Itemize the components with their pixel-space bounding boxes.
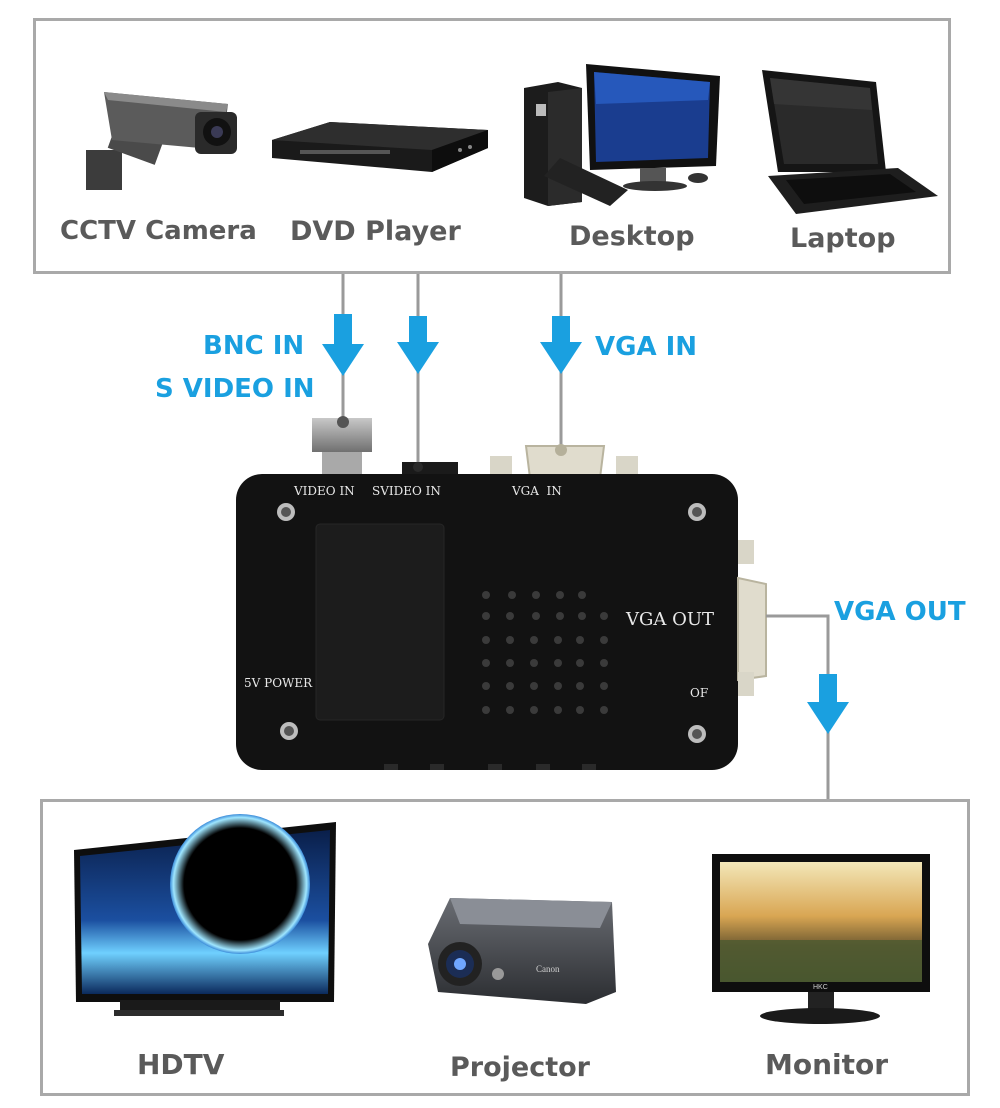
power-port-label: 5V POWER: [244, 676, 313, 690]
vga-out-label: VGA OUT: [834, 597, 966, 627]
vga-in-arrow: [540, 316, 582, 374]
svideo-in-port-label: SVIDEO IN: [372, 484, 441, 498]
of-label: OF: [690, 686, 709, 700]
bnc-in-arrow: [322, 314, 364, 376]
cctv-camera-label: CCTV Camera: [60, 216, 257, 246]
video-in-port-label: VIDEO IN: [294, 484, 355, 498]
monitor-label: Monitor: [765, 1048, 889, 1081]
vga-in-port-label: VGA IN: [512, 484, 562, 498]
cctv-camera-image: [86, 92, 237, 190]
dvd-player-label: DVD Player: [290, 216, 461, 247]
hdtv-label: HDTV: [137, 1048, 225, 1081]
projector-image: [428, 898, 616, 1004]
desktop-image: [524, 64, 720, 206]
svideo-in-arrow: [397, 316, 439, 374]
vga-out-connector: [737, 540, 767, 696]
vent-holes: [482, 591, 608, 714]
svideo-in-label: S VIDEO IN: [155, 374, 315, 404]
vga-out-arrow: [807, 674, 849, 734]
vga-in-connector: [490, 444, 638, 479]
monitor-image: [712, 854, 930, 1024]
monitor-brand-label: HKC: [813, 984, 828, 991]
projector-label: Projector: [450, 1052, 590, 1083]
laptop-image: [762, 70, 938, 214]
desktop-label: Desktop: [569, 221, 695, 252]
bnc-in-label: BNC IN: [203, 331, 305, 361]
projector-brand-label: Canon: [536, 964, 560, 974]
hdtv-image: [74, 814, 336, 1016]
dvd-player-image: [272, 122, 488, 172]
vga-out-port-label: VGA OUT: [626, 609, 715, 630]
bnc-connector: [312, 416, 372, 476]
laptop-label: Laptop: [790, 223, 896, 254]
screw-icons: [277, 503, 706, 743]
vga-in-label: VGA IN: [595, 332, 698, 362]
